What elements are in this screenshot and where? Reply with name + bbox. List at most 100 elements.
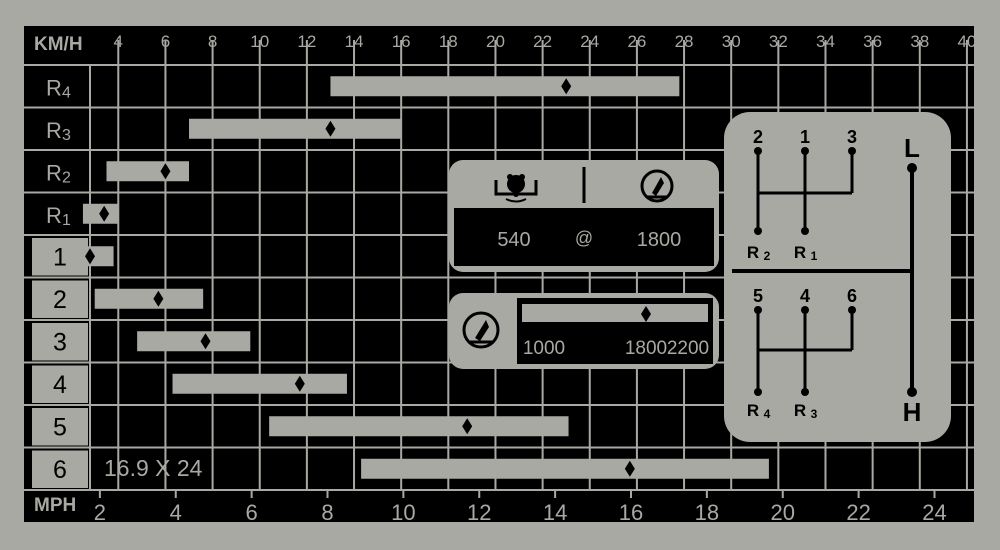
gear-label: R xyxy=(46,75,62,100)
pto-box: 540 @ 1800 xyxy=(449,160,719,272)
gear-label-sub: 4 xyxy=(62,84,71,101)
engine-speed-icon xyxy=(640,169,674,203)
engine-rated-marker xyxy=(641,306,651,322)
engine-range-label: 2200 xyxy=(667,338,709,359)
mph-tick-label: 18 xyxy=(695,500,719,525)
kmh-tick-label: 14 xyxy=(345,32,364,51)
rated-speed-marker xyxy=(325,120,336,137)
shift-label-1: 1 xyxy=(800,127,810,147)
shift-label-r3: R xyxy=(794,401,806,420)
gear-label-cell xyxy=(32,408,88,446)
gear-label-cell xyxy=(32,323,88,361)
shift-label-5: 5 xyxy=(753,286,763,306)
kmh-tick-label: 12 xyxy=(297,32,316,51)
gear-label: R xyxy=(46,118,62,143)
shift-label-2: 2 xyxy=(753,127,763,147)
shift-label-r2-sub: 2 xyxy=(764,249,771,263)
engine-range-label: 1800 xyxy=(625,338,667,359)
rated-speed-marker xyxy=(462,418,473,435)
rated-speed-marker xyxy=(160,163,171,180)
gear-label-sub: 2 xyxy=(62,169,71,186)
mph-tick-label: 14 xyxy=(543,500,567,525)
shift-label-r1-sub: 1 xyxy=(811,249,818,263)
kmh-tick-label: 8 xyxy=(208,32,217,51)
gear-label-cell xyxy=(32,280,88,318)
kmh-tick-label: 32 xyxy=(769,32,788,51)
mph-tick-label: 12 xyxy=(467,500,491,525)
rated-speed-marker xyxy=(99,205,110,222)
kmh-tick-label: 22 xyxy=(533,32,552,51)
upper-gate xyxy=(756,150,854,232)
rated-speed-marker xyxy=(294,375,305,392)
shift-pattern-box: 2 1 3 R 2 R 1 5 4 6 R 4 R 3 L H xyxy=(724,112,951,442)
gear-label: 4 xyxy=(53,371,67,399)
shift-label-r1: R xyxy=(794,243,806,262)
shift-label-3: 3 xyxy=(847,127,857,147)
kmh-axis-label: KM/H xyxy=(34,34,83,55)
gear-label-cell xyxy=(32,365,88,403)
kmh-tick-label: 24 xyxy=(580,32,599,51)
kmh-tick-label: 26 xyxy=(627,32,646,51)
gear-label: 5 xyxy=(53,413,67,441)
shift-label-r3-sub: 3 xyxy=(811,407,818,421)
bar-layer xyxy=(73,76,769,479)
gear-label: R xyxy=(46,203,62,228)
rated-speed-marker xyxy=(200,333,211,350)
gear-label: 2 xyxy=(53,286,67,314)
gear-speed-bar xyxy=(361,458,769,479)
range-label-low: L xyxy=(904,133,920,163)
rated-speed-marker xyxy=(85,248,96,265)
shift-label-r2: R xyxy=(747,243,759,262)
mph-tick-label: 10 xyxy=(391,500,415,525)
gear-speed-bar xyxy=(189,118,402,139)
shift-label-4: 4 xyxy=(800,286,810,306)
mph-tick-label: 22 xyxy=(846,500,870,525)
mph-axis-label: MPH xyxy=(34,495,76,516)
pto-at-symbol: @ xyxy=(575,228,593,248)
gear-speed-bar xyxy=(106,161,190,182)
shift-label-r4-sub: 4 xyxy=(764,407,771,421)
pto-shaft-icon xyxy=(494,174,538,203)
mph-tick-label: 4 xyxy=(170,500,182,525)
kmh-tick-label: 18 xyxy=(439,32,458,51)
gear-speed-bar xyxy=(172,373,347,394)
engine-range-icon xyxy=(462,311,500,349)
kmh-tick-label: 28 xyxy=(675,32,694,51)
engine-range-label: 1000 xyxy=(523,338,565,359)
mph-tick-label: 6 xyxy=(245,500,257,525)
engine-range-bar xyxy=(522,304,708,322)
gear-label: R xyxy=(46,160,62,185)
tire-size-label: 16.9 X 24 xyxy=(104,455,203,481)
rated-speed-marker xyxy=(624,460,635,477)
mph-tick-label: 16 xyxy=(619,500,643,525)
range-label-high: H xyxy=(903,397,922,427)
gear-label: 1 xyxy=(53,243,67,271)
lower-gate xyxy=(756,310,854,393)
pto-box-inner xyxy=(454,208,714,266)
mph-tick-label: 20 xyxy=(771,500,795,525)
kmh-tick-label: 4 xyxy=(114,32,123,51)
pto-engine-speed-value: 1800 xyxy=(637,229,682,251)
pto-speed-value: 540 xyxy=(497,229,530,251)
kmh-tick-label: 16 xyxy=(392,32,411,51)
kmh-tick-label: 20 xyxy=(486,32,505,51)
kmh-tick-label: 36 xyxy=(863,32,882,51)
rated-speed-marker xyxy=(561,78,572,95)
gear-label-cell xyxy=(32,450,88,488)
rated-speed-marker xyxy=(153,290,164,307)
shift-label-6: 6 xyxy=(847,286,857,306)
gear-speed-bar xyxy=(269,416,569,437)
gear-label: 3 xyxy=(53,328,67,356)
kmh-tick-label: 40 xyxy=(957,32,976,51)
gear-speed-bar xyxy=(94,288,204,309)
gear-label-sub: 1 xyxy=(62,212,71,229)
shift-label-r4: R xyxy=(747,401,759,420)
kmh-tick-label: 6 xyxy=(161,32,170,51)
gear-label-sub: 3 xyxy=(62,127,71,144)
gear-speed-bar xyxy=(137,331,251,352)
kmh-tick-label: 10 xyxy=(250,32,269,51)
mph-tick-label: 2 xyxy=(94,500,106,525)
